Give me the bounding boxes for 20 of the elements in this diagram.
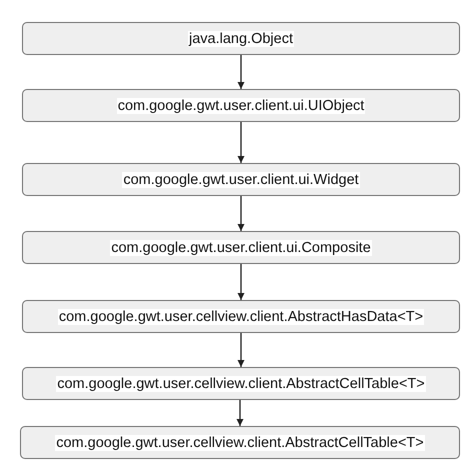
class-name: com.google.gwt.user.cellview.client.AbstractCellTable<T> [56, 376, 426, 392]
class-name: com.google.gwt.user.client.ui.Composite [110, 240, 372, 256]
arrow [238, 55, 244, 89]
class-name: com.google.gwt.user.cellview.client.AbstractCellTable<T> [55, 434, 425, 450]
class-box [22, 231, 460, 264]
class-box [20, 426, 460, 459]
class-box [22, 163, 460, 196]
class-box [22, 367, 460, 400]
class-name: com.google.gwt.user.client.ui.Widget [122, 172, 360, 188]
class-name: com.google.gwt.user.client.ui.UIObject [116, 98, 366, 114]
arrow [238, 196, 244, 231]
arrow [238, 122, 244, 163]
arrow [238, 264, 244, 300]
arrow [236, 400, 244, 426]
class-name: java.lang.Object [188, 30, 294, 46]
class-box [22, 22, 460, 55]
arrow [238, 333, 244, 367]
class-box [22, 89, 460, 122]
class-box [22, 300, 460, 333]
class-name: com.google.gwt.user.cellview.client.AbstractHasData<T> [58, 308, 424, 324]
